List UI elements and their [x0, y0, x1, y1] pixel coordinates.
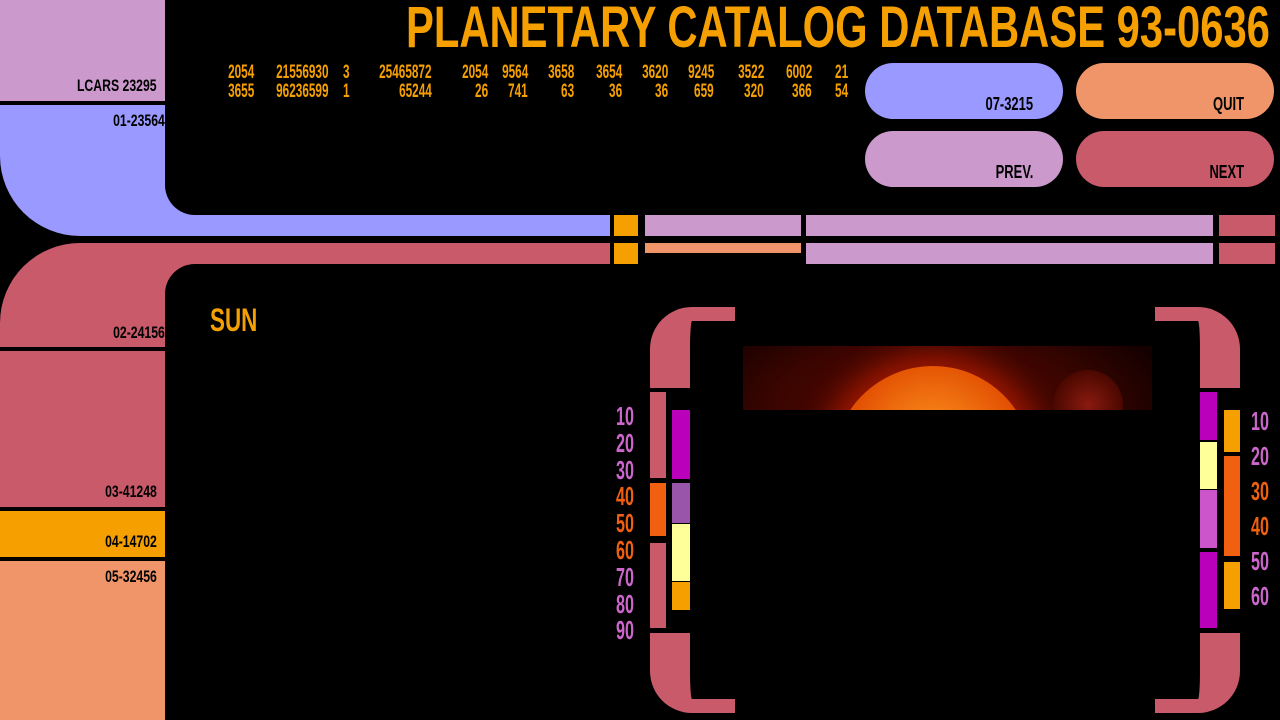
- number-cell: 36: [608, 81, 622, 102]
- number-cell: 3658: [547, 62, 574, 83]
- right-level-bar: [1200, 392, 1217, 440]
- left-scale-label: 90: [616, 615, 634, 646]
- number-cell: 741: [508, 81, 528, 102]
- right-scale-seg: [1224, 562, 1240, 609]
- block-4-label: 04-14702: [105, 532, 157, 551]
- left-scale-label: 80: [616, 588, 634, 619]
- left-scale-seg: [650, 483, 666, 536]
- bar-lilac-3: [806, 243, 1213, 264]
- right-scale-label: 20: [1251, 441, 1269, 471]
- left-level-bar: [672, 524, 690, 581]
- number-cell: 26: [474, 81, 488, 102]
- number-cell: 2054: [227, 62, 254, 83]
- number-cell: 2054: [461, 62, 488, 83]
- number-cell: 65244: [399, 81, 432, 102]
- left-level-bar: [672, 582, 690, 610]
- number-cell: 3620: [641, 62, 668, 83]
- bar-rose-2: [1219, 243, 1275, 264]
- bar-lilac-1: [645, 215, 801, 236]
- section-title: SUN: [210, 302, 258, 338]
- right-scale-label: 30: [1251, 476, 1269, 506]
- right-scale-label: 40: [1251, 511, 1269, 541]
- elbow-bottom-cutout: [165, 264, 610, 354]
- number-cell: 54: [834, 81, 848, 102]
- number-cell: 96236599: [276, 81, 329, 102]
- number-cell: 3: [343, 62, 350, 83]
- elbow-bottom-label: 02-24156: [113, 323, 165, 342]
- number-cell: 25465872: [379, 62, 432, 83]
- number-cell: 3654: [595, 62, 622, 83]
- number-cell: 3522: [737, 62, 764, 83]
- right-level-bar: [1200, 552, 1217, 628]
- number-cell: 36: [654, 81, 668, 102]
- number-cell: 63: [560, 81, 574, 102]
- left-scale-label: 20: [616, 427, 634, 458]
- number-cell: 9564: [501, 62, 528, 83]
- elbow-top-cutout: [165, 105, 610, 215]
- elbow-top-label: 01-23564: [113, 111, 165, 130]
- right-scale-seg: [1224, 410, 1240, 452]
- number-cell: 6002: [785, 62, 812, 83]
- prev-label: PREV.: [995, 162, 1033, 182]
- number-cell: 9245: [687, 62, 714, 83]
- right-level-bar: [1200, 442, 1217, 489]
- left-scale-label: 50: [616, 508, 634, 539]
- record-button[interactable]: 07-3215: [865, 63, 1063, 119]
- lcars-label: LCARS 23295: [77, 76, 157, 95]
- left-scale-label: 60: [616, 535, 634, 565]
- sidebar-block-4[interactable]: 04-14702: [0, 511, 165, 557]
- bar-rose-1: [1219, 215, 1275, 236]
- prev-button[interactable]: PREV.: [865, 131, 1063, 187]
- bar-orange-1: [614, 215, 638, 236]
- left-scale-label: 30: [616, 454, 634, 485]
- number-cell: 21: [834, 62, 848, 83]
- bar-orange-2: [614, 243, 638, 264]
- bar-lilac-2: [806, 215, 1213, 236]
- right-level-bar: [1200, 490, 1217, 548]
- right-scale-seg: [1224, 456, 1240, 556]
- left-level-bar: [672, 483, 690, 523]
- page-title: PLANETARY CATALOG DATABASE 93-0636: [406, 0, 1270, 60]
- left-scale-label: 70: [616, 561, 634, 592]
- quit-button[interactable]: QUIT: [1076, 63, 1274, 119]
- block-5-label: 05-32456: [105, 567, 157, 586]
- number-cell: 320: [744, 81, 764, 102]
- number-cell: 659: [694, 81, 714, 102]
- bar-peach-thin: [645, 243, 801, 253]
- left-scale-label: 10: [616, 401, 634, 431]
- sidebar-block-5[interactable]: 05-32456: [0, 561, 165, 720]
- right-scale-label: 60: [1251, 581, 1269, 611]
- number-cell: 3655: [227, 81, 254, 102]
- sidebar-block-3[interactable]: 03-41248: [0, 351, 165, 507]
- next-button[interactable]: NEXT: [1076, 131, 1274, 187]
- left-scale-label: 40: [616, 481, 634, 512]
- number-cell: 21556930: [276, 62, 329, 83]
- left-level-bar: [672, 410, 690, 479]
- block-3-label: 03-41248: [105, 482, 157, 501]
- next-label: NEXT: [1209, 162, 1244, 182]
- number-cell: 366: [792, 81, 812, 102]
- sun-image: [743, 346, 1152, 410]
- left-scale-seg: [650, 392, 666, 478]
- right-scale-label: 50: [1251, 546, 1269, 576]
- number-cell: 1: [343, 81, 350, 102]
- sidebar-block-lcars[interactable]: LCARS 23295: [0, 0, 165, 101]
- quit-label: QUIT: [1213, 94, 1244, 114]
- right-scale-label: 10: [1251, 406, 1269, 436]
- left-scale-seg: [650, 543, 666, 628]
- record-button-label: 07-3215: [985, 94, 1033, 114]
